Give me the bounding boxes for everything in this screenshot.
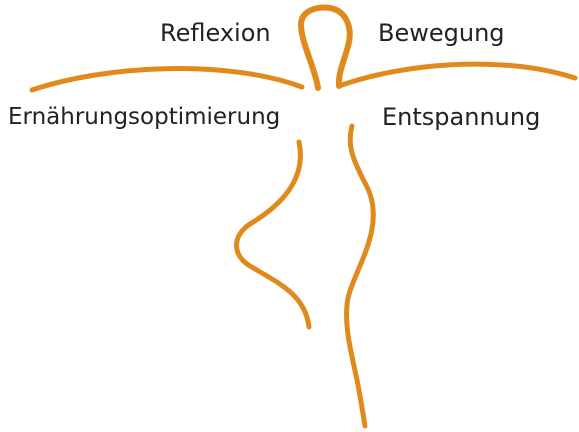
label-entspannung: Entspannung	[382, 103, 540, 131]
right-body-stroke	[347, 126, 374, 426]
label-ernaehrungsoptimierung: Ernährungsoptimierung	[8, 103, 280, 131]
right-arm-stroke	[339, 64, 575, 86]
left-arm-stroke	[32, 69, 302, 90]
left-body-stroke	[237, 142, 310, 327]
head-stroke	[301, 8, 350, 88]
label-reflexion: Reflexion	[160, 19, 271, 47]
label-bewegung: Bewegung	[378, 19, 505, 47]
